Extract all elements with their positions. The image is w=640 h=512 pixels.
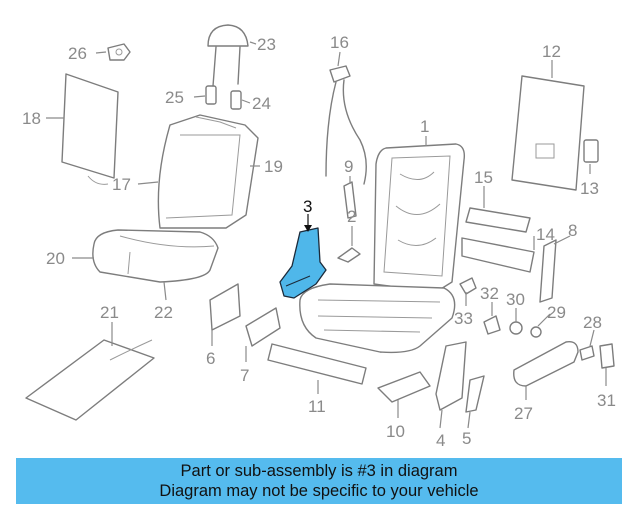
callout-25: 25	[165, 88, 184, 107]
part-3-highlighted	[279, 227, 327, 299]
part-2-handle	[337, 247, 361, 263]
part-31-end-cap	[599, 343, 615, 369]
callout-30: 30	[506, 290, 525, 309]
part-27-armrest	[513, 341, 579, 387]
part-23-headrest	[207, 24, 249, 87]
callout-18: 18	[22, 109, 41, 128]
callout-33: 33	[454, 309, 473, 328]
part-24-guide	[230, 90, 242, 110]
callout-6: 6	[206, 349, 215, 368]
callout-28: 28	[583, 313, 602, 332]
callout-31: 31	[597, 391, 616, 410]
part-8-side-bracket	[539, 239, 557, 303]
part-13-bracket	[583, 139, 599, 163]
callout-labels: 26 23 25 24 18 17 19 20 16 9 2 1 12 13 1…	[22, 33, 616, 450]
part-29-cap	[530, 326, 542, 338]
part-1-seat-frame	[299, 143, 466, 354]
caption-banner: Part or sub-assembly is #3 in diagram Di…	[16, 458, 622, 504]
part-28-pin	[579, 345, 595, 361]
part-6-panel	[209, 283, 241, 331]
part-30-bushing	[509, 321, 523, 335]
caption-line-1: Part or sub-assembly is #3 in diagram	[180, 462, 458, 480]
part-25-guide	[205, 85, 217, 105]
caption-line-2: Diagram may not be specific to your vehi…	[159, 482, 479, 500]
part-20-cushion	[92, 229, 219, 283]
part-9-latch	[343, 181, 357, 219]
callout-3-highlighted: 3	[303, 197, 312, 216]
callout-20: 20	[46, 249, 65, 268]
part-26-clip	[107, 43, 131, 61]
callout-4: 4	[436, 431, 445, 450]
callout-29: 29	[547, 303, 566, 322]
part-10-lower-trim	[377, 371, 431, 403]
part-14-track	[461, 237, 535, 273]
callout-9: 9	[344, 157, 353, 176]
part-15-rail	[465, 207, 531, 233]
callout-17: 17	[112, 175, 131, 194]
callout-15: 15	[474, 168, 493, 187]
leader-lines	[46, 41, 607, 429]
callout-22: 22	[154, 303, 173, 322]
callout-5: 5	[462, 429, 471, 448]
callout-11: 11	[308, 397, 326, 416]
part-11-long-trim	[267, 343, 367, 385]
callout-14: 14	[536, 225, 555, 244]
callout-21: 21	[100, 303, 119, 322]
callout-1: 1	[420, 117, 429, 136]
callout-2: 2	[347, 207, 356, 226]
callout-32: 32	[480, 284, 499, 303]
part-4-side-trim	[435, 341, 467, 411]
part-19-seat-back	[157, 114, 259, 229]
callout-10: 10	[386, 422, 405, 441]
part-16-cable	[325, 65, 367, 185]
part-21-floor-mat	[25, 339, 155, 421]
part-32-latch	[483, 315, 501, 335]
callout-24: 24	[252, 94, 271, 113]
part-12-rear-panel	[511, 75, 585, 191]
callout-19: 19	[264, 157, 283, 176]
callout-27: 27	[514, 404, 533, 423]
callout-13: 13	[580, 179, 599, 198]
part-33-knob	[459, 277, 477, 295]
callout-12: 12	[542, 42, 561, 61]
callout-8: 8	[568, 221, 577, 240]
callout-16: 16	[330, 33, 349, 52]
callout-7: 7	[240, 366, 249, 385]
part-18-back-panel	[61, 73, 119, 185]
callout-23: 23	[257, 35, 276, 54]
part-7-bracket	[245, 307, 281, 347]
part-5-small-trim	[465, 375, 485, 413]
callout-26: 26	[68, 44, 87, 63]
